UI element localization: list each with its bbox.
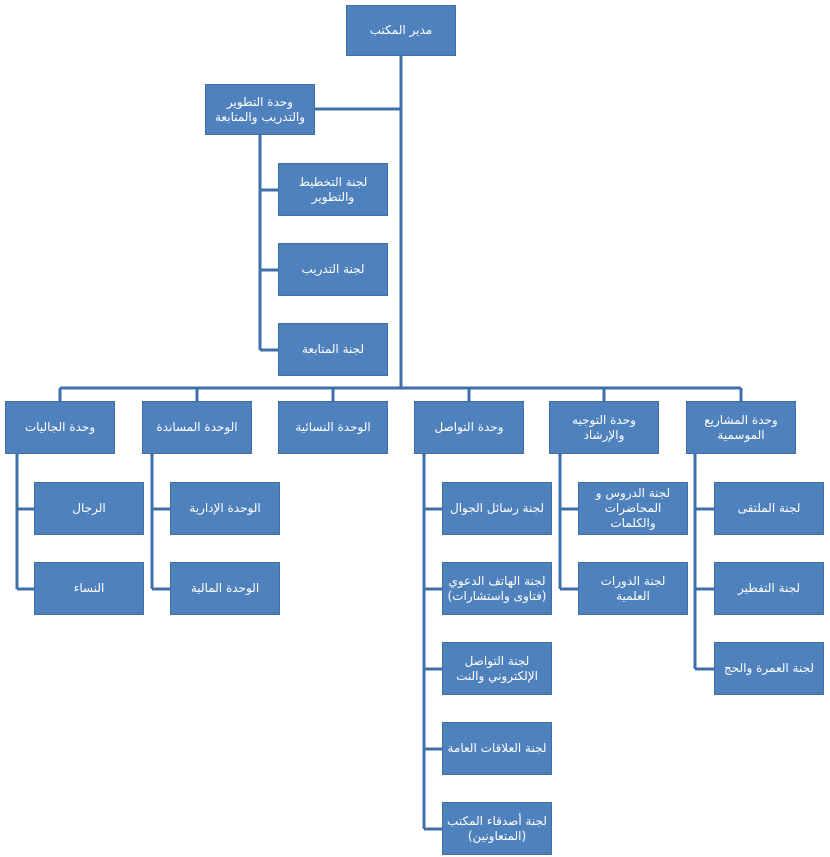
- dev-committee-label: لجنة التخطيط والتطوير: [298, 174, 368, 204]
- committee-box: لجنة الهاتف الدعوي (فتاوى واستشارات): [442, 562, 552, 615]
- committee-label: لجنة رسائل الجوال: [450, 501, 545, 515]
- dev-unit-box: وحدة التطوير والتدريب والمتابعة: [205, 84, 315, 135]
- committee-label: لجنة العمرة والحج: [724, 661, 814, 675]
- committee-box: لجنة الدروس و المحاضرات والكلمات: [578, 482, 688, 535]
- dev-committee-box: لجنة التدريب: [278, 243, 388, 296]
- committee-label: لجنة التفطير: [737, 581, 801, 595]
- committee-box: لجنة التفطير: [714, 562, 824, 615]
- committee-label: الرجال: [72, 501, 106, 515]
- committee-label: النساء: [73, 581, 105, 595]
- committee-box: لجنة أصدقاء المكتب (المتعاونين): [442, 802, 552, 855]
- committee-label: لجنة الدورات العلمية: [600, 573, 666, 603]
- root-box: مدير المكتب: [346, 5, 456, 56]
- committee-label: لجنة التواصل الإلكتروني والنت: [456, 653, 538, 683]
- committee-label: الوحدة المالية: [190, 581, 260, 595]
- unit-box: وحدة التواصل: [414, 401, 524, 454]
- committee-box: النساء: [34, 562, 144, 615]
- committee-box: لجنة الملتقى: [714, 482, 824, 535]
- unit-box: وحدة التوجيه والإرشاد: [549, 401, 659, 454]
- committee-label: لجنة الهاتف الدعوي (فتاوى واستشارات): [447, 573, 547, 603]
- committee-label: لجنة العلاقات العامة: [447, 741, 547, 755]
- committee-box: لجنة العلاقات العامة: [442, 722, 552, 775]
- unit-label: وحدة الجاليات: [24, 420, 96, 434]
- committee-box: لجنة الدورات العلمية: [578, 562, 688, 615]
- unit-label: وحدة المشاريع الموسمية: [704, 412, 778, 442]
- committee-box: الوحدة المالية: [170, 562, 280, 615]
- unit-box: الوحدة المساندة: [142, 401, 252, 454]
- dev-committee-box: لجنة التخطيط والتطوير: [278, 163, 388, 216]
- committee-label: لجنة الدروس و المحاضرات والكلمات: [595, 486, 671, 530]
- committee-label: لجنة أصدقاء المكتب (المتعاونين): [447, 813, 547, 843]
- unit-box: وحدة المشاريع الموسمية: [686, 401, 796, 454]
- committee-box: لجنة التواصل الإلكتروني والنت: [442, 642, 552, 695]
- committee-label: الوحدة الإدارية: [189, 501, 261, 515]
- committee-label: لجنة الملتقى: [737, 501, 801, 515]
- root-label: مدير المكتب: [369, 23, 433, 37]
- committee-box: لجنة رسائل الجوال: [442, 482, 552, 535]
- committee-box: الرجال: [34, 482, 144, 535]
- dev-committee-label: لجنة التدريب: [301, 262, 365, 276]
- committee-box: لجنة العمرة والحج: [714, 642, 824, 695]
- unit-box: وحدة الجاليات: [5, 401, 115, 454]
- committee-box: الوحدة الإدارية: [170, 482, 280, 535]
- unit-box: الوحدة النسائية: [278, 401, 388, 454]
- unit-label: الوحدة المساندة: [156, 420, 238, 434]
- unit-label: وحدة التوجيه والإرشاد: [572, 412, 636, 442]
- unit-label: الوحدة النسائية: [295, 420, 371, 434]
- dev-committee-label: لجنة المتابعة: [301, 342, 365, 356]
- dev-unit-label: وحدة التطوير والتدريب والمتابعة: [215, 94, 305, 124]
- dev-committee-box: لجنة المتابعة: [278, 323, 388, 376]
- unit-label: وحدة التواصل: [434, 420, 504, 434]
